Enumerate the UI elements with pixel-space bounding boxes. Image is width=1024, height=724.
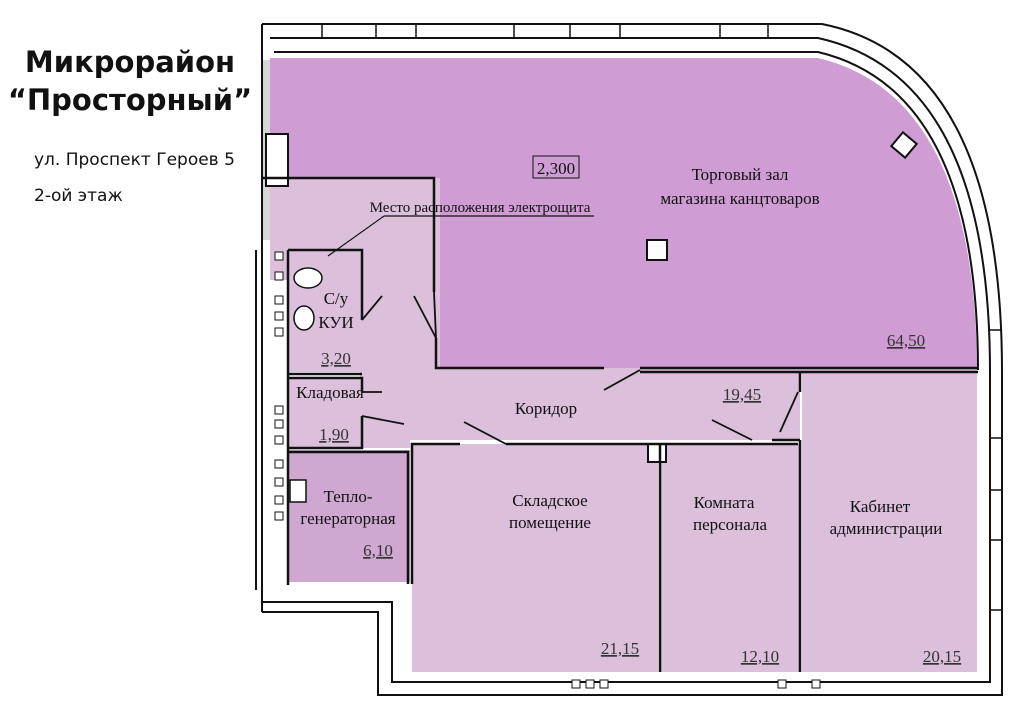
floor-text: 2-ой этаж: [34, 186, 123, 206]
window-marks: [321, 24, 1002, 611]
shop-name-1: Торговый зал: [692, 165, 789, 184]
corridor-fill: [360, 250, 977, 448]
ceiling-height: 2,300: [537, 159, 575, 178]
staff-name-2: персонала: [693, 515, 767, 534]
panel-note: Место расположения электрощита: [370, 200, 591, 216]
pantry-area: 1,90: [319, 425, 349, 444]
title-line-2: “Просторный”: [7, 83, 253, 117]
office-name-2: администрации: [830, 519, 943, 538]
shop-name-2: магазина канцтоваров: [660, 189, 819, 208]
door-swings: [361, 291, 799, 445]
boiler-area: 6,10: [363, 541, 393, 560]
office-fill: [802, 372, 977, 672]
inner-walls: [262, 176, 978, 672]
riser-marks: [274, 251, 821, 689]
storage-area: 21,15: [601, 639, 639, 658]
corridor-area: 19,45: [723, 385, 761, 404]
boiler-icon: [289, 479, 307, 503]
boiler-fill: [288, 450, 410, 582]
panel-arrow: [327, 215, 385, 257]
wc-name-2: КУИ: [318, 313, 353, 332]
toilet-icon: [293, 267, 323, 289]
storage-name-1: Складское: [512, 491, 587, 510]
staff-name-1: Комната: [694, 493, 755, 512]
column-square: [646, 239, 668, 261]
wall-column: [647, 443, 667, 463]
office-area: 20,15: [923, 647, 961, 666]
staff-area: 12,10: [741, 647, 779, 666]
outer-walls: [255, 23, 1003, 696]
storage-fill: [412, 444, 658, 672]
staff-fill: [660, 444, 800, 672]
office-name-1: Кабинет: [850, 497, 911, 516]
vent-box: [889, 130, 919, 160]
title-line-1: Микрорайон: [24, 45, 236, 79]
boiler-name-2: генераторная: [300, 509, 395, 528]
address-text: ул. Проспект Героев 5: [34, 150, 235, 170]
sink-icon: [293, 305, 315, 331]
storage-name-2: помещение: [509, 513, 591, 532]
pantry-fill: [288, 378, 360, 448]
window-block: [265, 133, 289, 187]
corridor-name: Коридор: [515, 399, 577, 418]
wc-area: 3,20: [321, 349, 351, 368]
pantry-name: Кладовая: [296, 383, 364, 402]
shop-area: 64,50: [887, 331, 925, 350]
wc-name-1: С/у: [324, 289, 349, 308]
ceiling-height-box: [532, 155, 580, 179]
boiler-name-1: Тепло-: [323, 487, 372, 506]
shop-room-fill: [270, 58, 977, 368]
